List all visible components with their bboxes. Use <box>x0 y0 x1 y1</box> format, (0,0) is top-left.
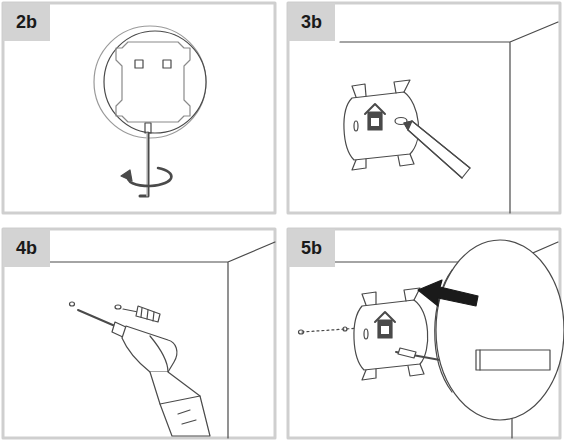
step-tag: 5b <box>288 229 335 267</box>
step-tag: 2b <box>3 3 50 41</box>
drill-holes <box>40 242 275 438</box>
step-tag: 3b <box>288 3 335 41</box>
mark-holes <box>340 22 558 213</box>
step-number: 5b <box>301 238 322 259</box>
step-number: 2b <box>16 12 37 33</box>
step-number: 3b <box>301 12 322 33</box>
step-number: 4b <box>16 238 37 259</box>
step-tag: 4b <box>3 229 50 267</box>
device-allen-key <box>94 26 206 196</box>
mount-device <box>299 240 564 438</box>
